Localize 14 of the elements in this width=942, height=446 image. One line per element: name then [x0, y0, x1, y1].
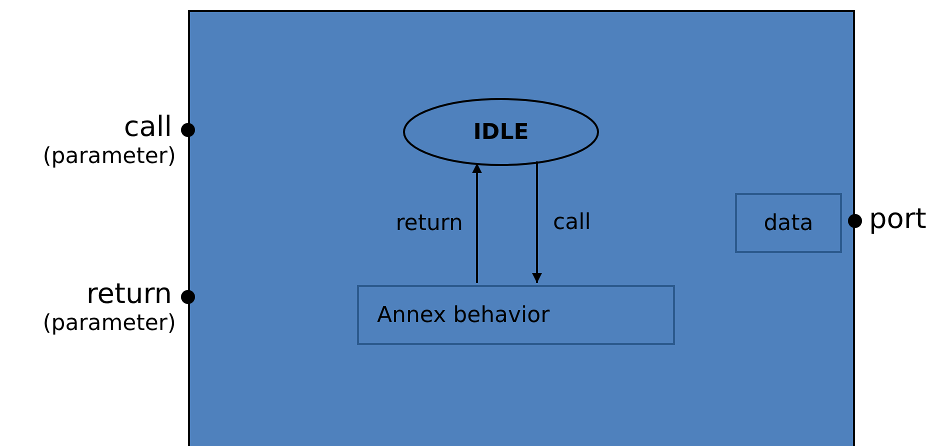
arrow	[532, 161, 542, 283]
state-label: IDLE	[473, 120, 529, 144]
port-label: return	[86, 277, 172, 310]
port-type-label: (parameter)	[42, 311, 176, 336]
port-label: port	[869, 202, 926, 235]
box-label: Annex behavior	[377, 302, 550, 328]
component-box	[188, 10, 855, 446]
process-box	[357, 285, 675, 345]
port-label: call	[124, 110, 172, 143]
process-box	[735, 193, 842, 253]
arrow	[472, 163, 482, 283]
box-label: data	[764, 210, 814, 236]
state-ellipse	[403, 98, 599, 166]
port-type-label: (parameter)	[42, 144, 176, 169]
